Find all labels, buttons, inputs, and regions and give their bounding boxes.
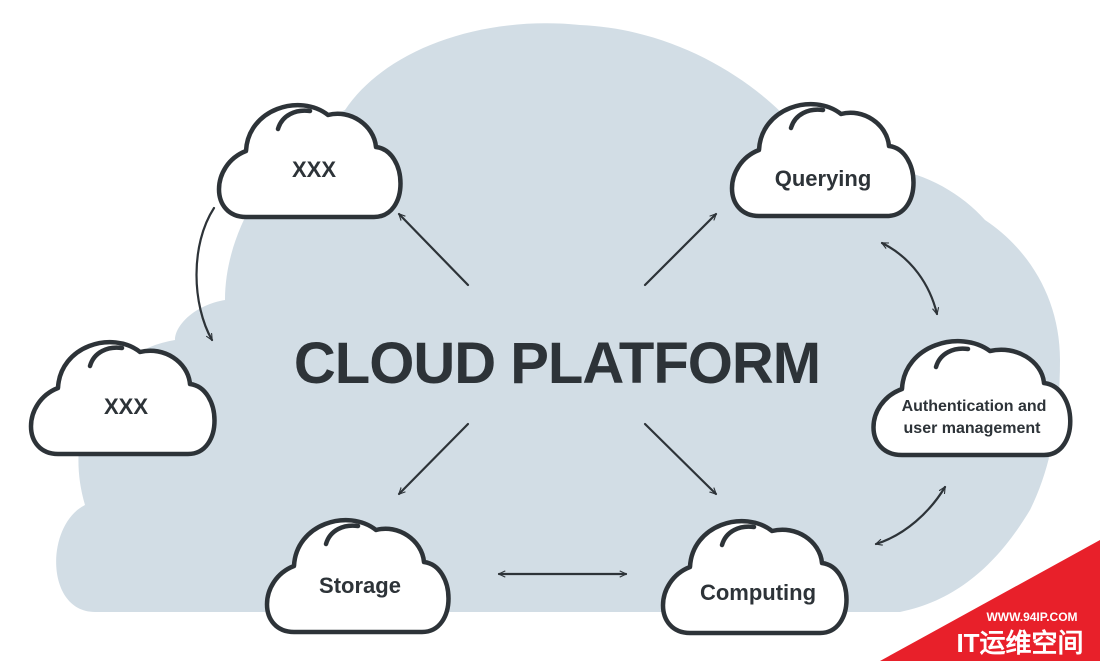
node-querying: Querying [729, 101, 916, 219]
watermark-url: WWW.94IP.COM [986, 610, 1077, 624]
arrow-xxx-top-to-xxx-left [195, 206, 216, 342]
cloud-highlight-arc [323, 523, 361, 547]
cloud-outline [660, 518, 849, 636]
node-label: Storage [319, 573, 401, 598]
cloud-outline [28, 339, 217, 457]
diagram-title: CLOUD PLATFORM [294, 331, 820, 396]
node-auth: Authentication and user management [871, 339, 1073, 458]
arrow-auth-computing [874, 485, 947, 544]
node-computing: Computing [660, 518, 849, 636]
cloud-highlight-arc [87, 345, 125, 369]
cloud-highlight-arc [933, 346, 971, 370]
node-label: Querying [775, 166, 872, 191]
node-storage: Storage [264, 517, 451, 635]
cloud-highlight-arc [788, 107, 826, 131]
node-xxx-left: XXX [28, 339, 217, 457]
cloud-outline [264, 517, 451, 635]
watermark-brand: IT运维空间 [956, 628, 1083, 658]
cloud-highlight-arc [275, 108, 313, 132]
arrow-to-computing [643, 422, 718, 496]
cloud-highlight-arc [719, 524, 757, 548]
arrow-querying-auth [880, 241, 937, 316]
node-label: XXX [104, 394, 148, 419]
watermark: WWW.94IP.COM IT运维空间 [880, 540, 1100, 661]
watermark-banner [880, 540, 1100, 661]
node-connectors [195, 206, 947, 574]
arrow-to-xxx-top [397, 212, 470, 287]
background-cloud [56, 23, 1060, 613]
node-label-line2: user management [904, 420, 1042, 437]
cloud-outline [216, 102, 403, 220]
node-label-line1: Authentication and [902, 398, 1047, 415]
arrow-to-storage [397, 422, 470, 496]
node-label: XXX [292, 157, 336, 182]
node-xxx-top: XXX [216, 102, 403, 220]
cloud-outline [729, 101, 916, 219]
node-label: Computing [700, 580, 816, 605]
arrow-to-querying [643, 212, 718, 287]
center-arrows [397, 212, 718, 496]
cloud-outline [871, 339, 1073, 458]
